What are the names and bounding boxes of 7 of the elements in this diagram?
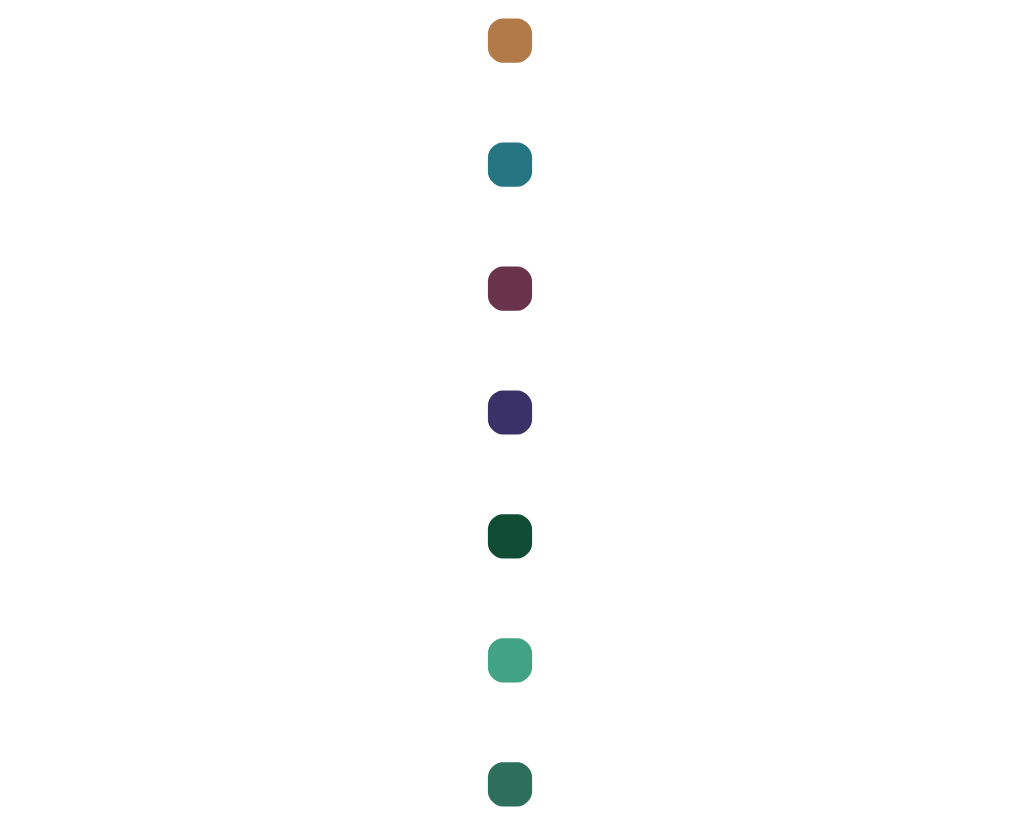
node-box [487,266,533,311]
node-box [487,390,533,435]
node-box [487,638,533,683]
node-box [487,762,533,807]
node-box [487,18,533,63]
node-box [487,142,533,187]
node-box [487,514,533,559]
